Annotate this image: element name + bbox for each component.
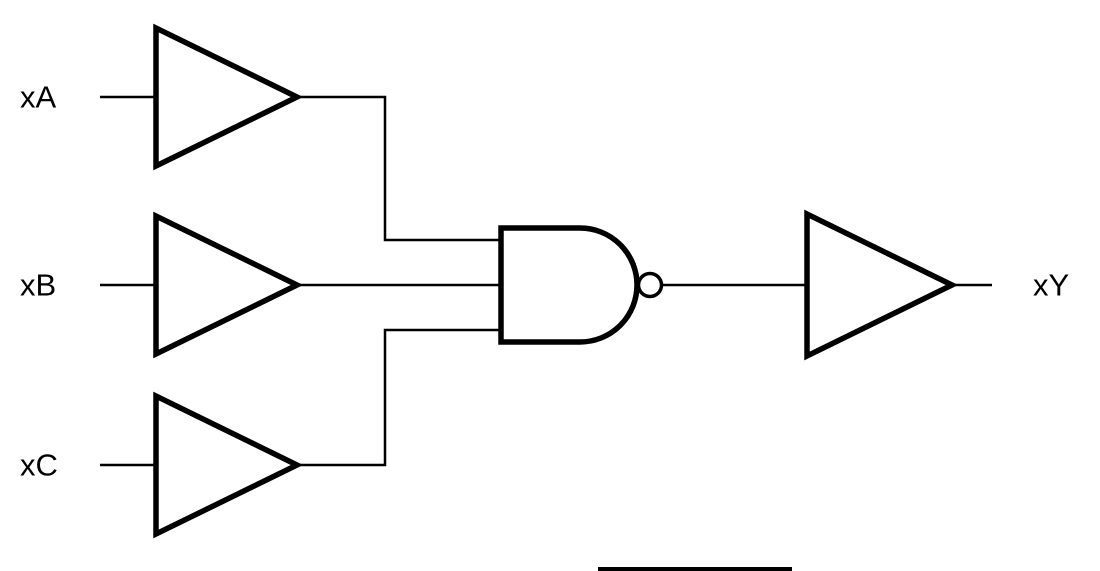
output-buffer-icon: [804, 209, 959, 361]
label-output-y: xY: [1033, 268, 1069, 303]
nand-inversion-bubble-icon: [636, 271, 664, 299]
wire-c-to-nand: [297, 328, 501, 467]
wire-a-to-nand: [297, 95, 501, 242]
label-input-a: xA: [20, 80, 57, 115]
page-edge-rule: [598, 567, 792, 571]
buffer-gate-a-icon: [153, 23, 304, 171]
buffer-gate-b-icon: [153, 211, 304, 359]
label-input-b: xB: [20, 268, 56, 303]
buffer-gate-c-icon: [153, 391, 304, 539]
label-input-c: xC: [20, 448, 58, 483]
nand-gate-icon: [498, 225, 640, 345]
